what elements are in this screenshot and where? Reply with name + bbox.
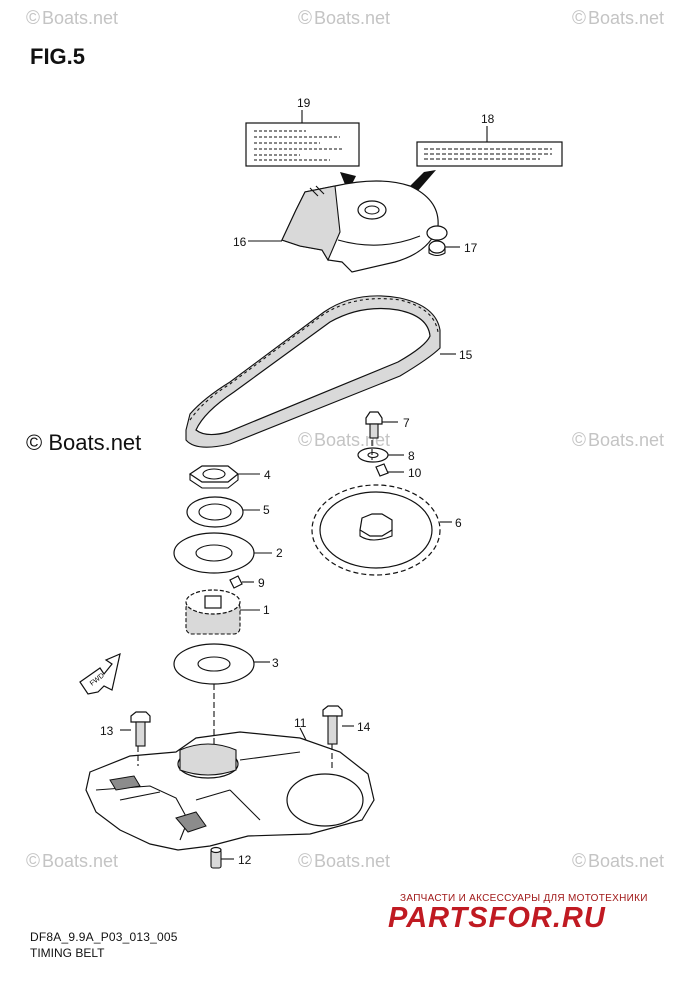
placement-arrow-icon — [340, 172, 356, 192]
figure-title: FIG.5 — [30, 44, 86, 69]
callout-19[interactable]: 19 — [297, 96, 311, 110]
callout-18[interactable]: 18 — [481, 112, 495, 126]
callout-7[interactable]: 7 — [403, 416, 410, 430]
callout-2[interactable]: 2 — [276, 546, 283, 560]
bolt-right-part[interactable] — [322, 705, 343, 745]
shop-tagline: ЗАПЧАСТИ И АКСЕССУАРЫ ДЛЯ МОТОТЕХНИКИ — [400, 893, 648, 904]
callout-8[interactable]: 8 — [408, 449, 415, 463]
callout-1[interactable]: 1 — [263, 603, 270, 617]
watermark: ©Boats.net — [26, 851, 119, 872]
callout-10[interactable]: 10 — [408, 466, 422, 480]
copyright-notice: © Boats.net — [26, 430, 142, 455]
pin-part[interactable] — [375, 463, 389, 477]
caution-label-part[interactable] — [416, 141, 563, 167]
callout-9[interactable]: 9 — [258, 576, 265, 590]
callout-14[interactable]: 14 — [357, 720, 371, 734]
watermark: ©Boats.net — [26, 8, 119, 29]
fwd-arrow-icon: FWD — [79, 652, 121, 695]
callout-16[interactable]: 16 — [233, 235, 247, 249]
watermark: ©Boats.net — [298, 8, 391, 29]
callout-13[interactable]: 13 — [100, 724, 114, 738]
warning-label-part[interactable] — [245, 122, 360, 167]
key-part[interactable] — [229, 575, 243, 589]
callout-6[interactable]: 6 — [455, 516, 462, 530]
timing-belt-part[interactable] — [185, 295, 441, 448]
bolt-left-part[interactable] — [130, 711, 151, 747]
callout-5[interactable]: 5 — [263, 503, 270, 517]
watermark: ©Boats.net — [572, 851, 665, 872]
callout-17[interactable]: 17 — [464, 241, 478, 255]
driven-pulley-part[interactable] — [311, 484, 441, 576]
washer-small-part[interactable] — [357, 447, 389, 463]
shop-logo: PARTSFOR.RU — [388, 902, 606, 934]
diagram-caption: TIMING BELT — [30, 946, 105, 960]
watermark: ©Boats.net — [298, 851, 391, 872]
callout-3[interactable]: 3 — [272, 656, 279, 670]
bolt-7-part[interactable] — [365, 411, 383, 439]
nut-part[interactable] — [188, 465, 239, 489]
callout-4[interactable]: 4 — [264, 468, 271, 482]
base-plate-part[interactable] — [85, 731, 375, 851]
diagram-code: DF8A_9.9A_P03_013_005 — [30, 930, 178, 944]
dowel-part[interactable] — [210, 846, 222, 869]
callout-11[interactable]: 11 — [294, 716, 307, 730]
cover-grommet-part[interactable] — [426, 225, 448, 257]
watermark: ©Boats.net — [572, 8, 665, 29]
plate-lower-part[interactable] — [173, 643, 255, 685]
leader-lines — [120, 110, 488, 860]
timing-pulley-part[interactable] — [185, 589, 241, 635]
belt-cover-part[interactable] — [281, 180, 439, 273]
watermark: ©Boats.net — [572, 430, 665, 451]
callout-15[interactable]: 15 — [459, 348, 473, 362]
plate-part[interactable] — [173, 532, 255, 574]
callout-12[interactable]: 12 — [238, 853, 252, 867]
washer-part[interactable] — [186, 496, 244, 528]
